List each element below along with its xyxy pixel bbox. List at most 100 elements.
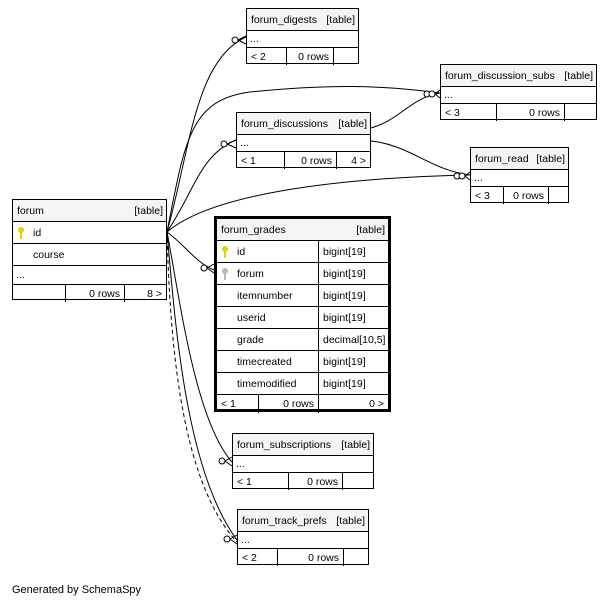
- link-end-circle: [223, 535, 231, 543]
- child-count: [565, 104, 596, 121]
- table-header: forum_read [table]: [471, 148, 568, 170]
- table-header: forum_subscriptions [table]: [233, 434, 373, 456]
- columns-ellipsis: ...: [13, 266, 166, 285]
- column-row-itemnumber: itemnumber bigint[19]: [217, 285, 388, 307]
- row-count: 0 rows: [278, 549, 344, 566]
- table-kind: [table]: [134, 204, 163, 217]
- table-header: forum_discussion_subs [table]: [441, 65, 596, 87]
- child-count: [343, 473, 373, 490]
- table-stats: < 2 0 rows: [247, 48, 358, 65]
- table-stats: < 3 0 rows: [471, 187, 568, 204]
- link-forum-to-forum-discussion-subs: [166, 86, 441, 233]
- table-name: forum_discussions: [241, 117, 328, 130]
- link-forum-to-forum-grades: [166, 231, 215, 271]
- primary-key-icon: [221, 245, 231, 258]
- generator-credit: Generated by SchemaSpy: [12, 584, 142, 596]
- columns-ellipsis: ...: [233, 456, 373, 473]
- column-type: bigint[19]: [323, 377, 366, 390]
- column-name: course: [33, 248, 65, 261]
- column-name: itemnumber: [217, 285, 319, 306]
- table-kind: [table]: [356, 223, 385, 236]
- column-type: bigint[19]: [323, 245, 366, 258]
- parent-count: [13, 285, 66, 302]
- table-stats: < 1 0 rows 0 >: [217, 395, 388, 413]
- column-name: id: [237, 245, 246, 258]
- parent-count: < 1: [233, 473, 289, 490]
- table-name: forum_read: [475, 152, 529, 165]
- table-forum-subscriptions[interactable]: forum_subscriptions [table] ... < 1 0 ro…: [232, 433, 374, 490]
- table-kind: [table]: [536, 152, 565, 165]
- row-count: 0 rows: [504, 187, 549, 204]
- child-count: [344, 549, 368, 566]
- row-count: 0 rows: [285, 152, 337, 169]
- link-end-circle: [428, 90, 436, 98]
- table-forum-grades[interactable]: forum_grades [table] id bigint[19] forum…: [214, 216, 391, 413]
- child-count: 8 >: [147, 287, 162, 300]
- parent-count: < 2: [238, 549, 278, 566]
- table-stats: < 1 0 rows 4 >: [237, 152, 370, 169]
- link-discussions-to-forum-read: [370, 140, 471, 176]
- table-forum-read[interactable]: forum_read [table] ... < 3 0 rows: [470, 147, 569, 204]
- link-end-circle: [200, 264, 208, 272]
- link-end-circle: [218, 457, 226, 465]
- crow-foot: [226, 139, 237, 149]
- column-name: timemodified: [217, 373, 319, 394]
- table-kind: [table]: [326, 13, 355, 26]
- column-type: bigint[19]: [323, 355, 366, 368]
- link-end-circle: [231, 36, 239, 44]
- column-name: userid: [217, 307, 319, 328]
- parent-count: < 3: [441, 104, 497, 121]
- table-kind: [table]: [338, 117, 367, 130]
- table-kind: [table]: [336, 514, 365, 527]
- column-row-forum: forum bigint[19]: [217, 263, 388, 285]
- crow-foot: [224, 456, 233, 467]
- row-count: 0 rows: [66, 285, 125, 302]
- columns-ellipsis: ...: [238, 532, 368, 549]
- column-row-timemodified: timemodified bigint[19]: [217, 373, 388, 395]
- child-count: 0 >: [369, 398, 384, 410]
- table-forum-track-prefs[interactable]: forum_track_prefs [table] ... < 2 0 rows: [237, 509, 369, 566]
- table-name: forum_grades: [221, 223, 286, 236]
- link-discussions-to-discussion-subs: [370, 92, 441, 129]
- table-forum[interactable]: forum [table] id course ... 0 rows 8 >: [12, 199, 167, 302]
- table-forum-digests[interactable]: forum_digests [table] ... < 2 0 rows: [246, 8, 359, 65]
- table-name: forum_digests: [251, 13, 317, 26]
- row-count: 0 rows: [289, 473, 343, 490]
- crow-foot: [206, 263, 215, 274]
- foreign-key-icon: [221, 267, 231, 280]
- primary-key-icon: [17, 226, 27, 239]
- table-header: forum [table]: [13, 200, 166, 222]
- columns-ellipsis: ...: [441, 87, 596, 104]
- link-forum-to-forum-subscriptions: [166, 231, 233, 463]
- table-stats: < 2 0 rows: [238, 549, 368, 566]
- link-end-circle: [220, 140, 228, 148]
- table-stats: < 3 0 rows: [441, 104, 596, 121]
- column-type: bigint[19]: [323, 267, 366, 280]
- link-forum-to-forum-read: [166, 174, 471, 233]
- column-type: bigint[19]: [323, 289, 366, 302]
- table-name: forum: [17, 204, 44, 217]
- table-header: forum_discussions [table]: [237, 113, 370, 135]
- column-row-timecreated: timecreated bigint[19]: [217, 351, 388, 373]
- columns-ellipsis: ...: [471, 170, 568, 187]
- table-forum-discussion-subs[interactable]: forum_discussion_subs [table] ... < 3 0 …: [440, 64, 597, 121]
- child-count: 4 >: [351, 154, 366, 167]
- column-row-course: course: [13, 244, 166, 266]
- table-name: forum_track_prefs: [242, 514, 327, 527]
- parent-count: < 1: [217, 395, 259, 413]
- table-stats: < 1 0 rows: [233, 473, 373, 490]
- link-end-circle: [458, 172, 466, 180]
- column-row-userid: userid bigint[19]: [217, 307, 388, 329]
- column-row-id: id: [13, 222, 166, 244]
- table-header: forum_digests [table]: [247, 9, 358, 31]
- crow-foot: [237, 35, 247, 45]
- table-forum-discussions[interactable]: forum_discussions [table] ... < 1 0 rows…: [236, 112, 371, 169]
- link-forum-to-forum-digests: [166, 36, 247, 233]
- link-forum-to-forum-track-prefs-b: [166, 231, 238, 543]
- parent-count: < 3: [471, 187, 504, 204]
- column-name: id: [33, 226, 42, 239]
- row-count: 0 rows: [287, 48, 334, 65]
- child-count: [549, 187, 568, 204]
- link-forum-to-forum-track-prefs-a: [166, 231, 238, 541]
